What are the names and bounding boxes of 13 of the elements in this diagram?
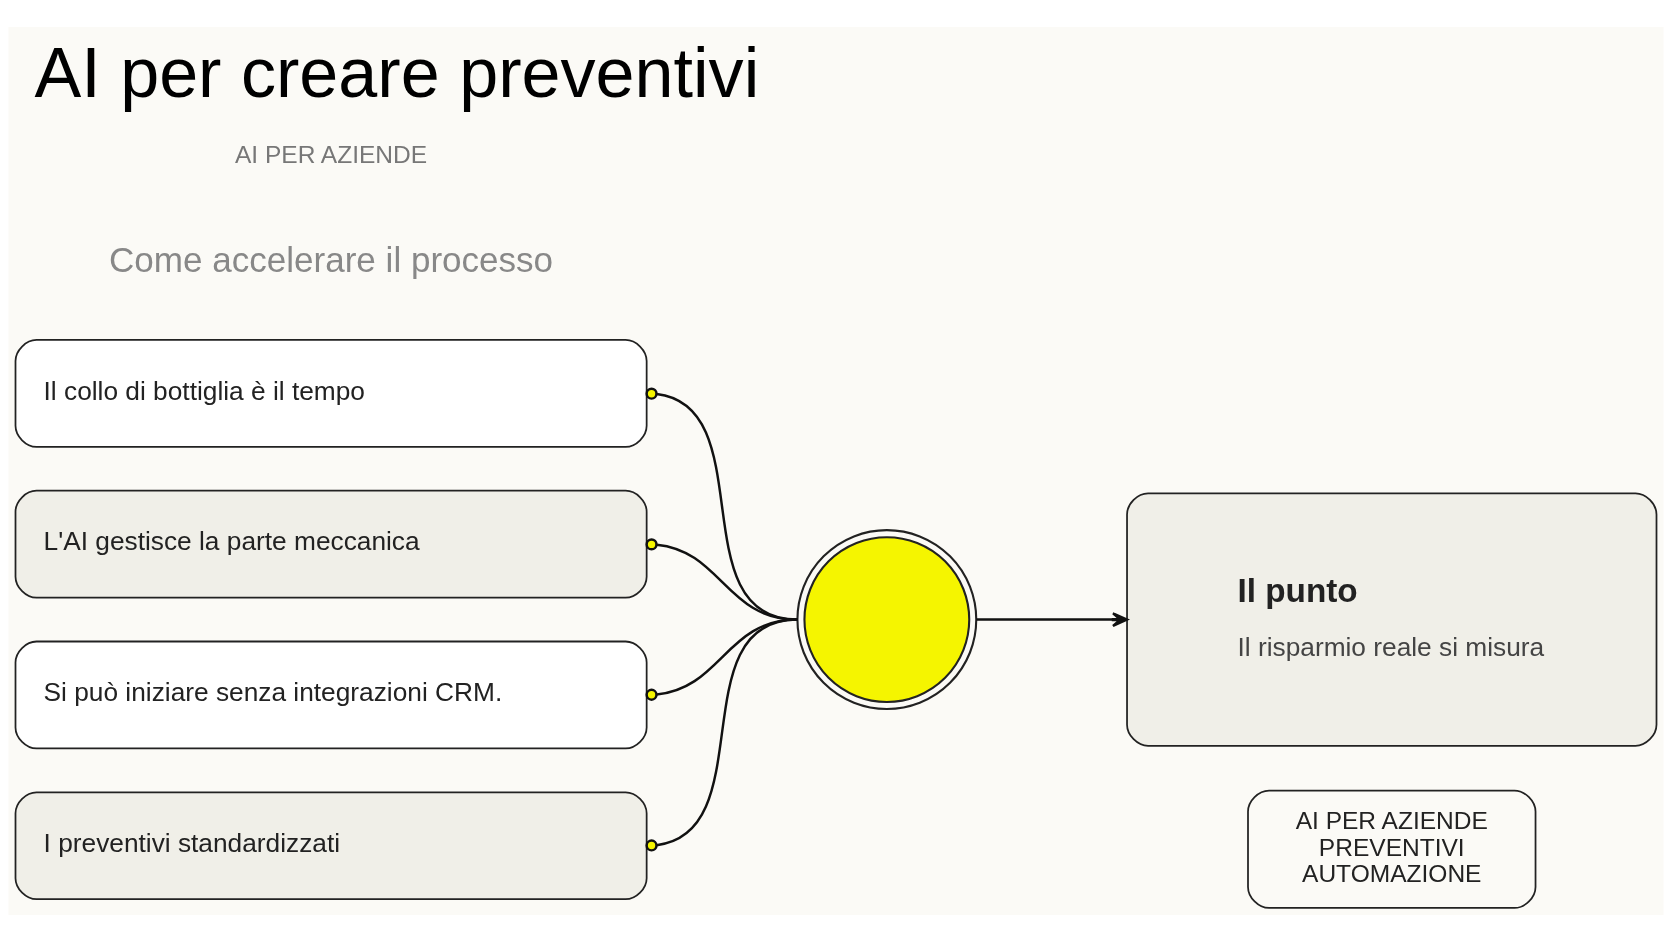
node-box: L'AI gestisce la parte meccanica	[14, 489, 648, 599]
label: AI PER AZIENDE	[234, 140, 428, 168]
node-box: Il punto Il risparmio reale si misura	[1126, 491, 1658, 747]
label: Come accelerare il processo	[109, 239, 554, 279]
arrow	[976, 611, 1129, 627]
connector	[645, 617, 798, 701]
node-box: AI PER AZIENDE PREVENTIVI AUTOMAZIONE	[1247, 789, 1537, 909]
diagram-title: AI per creare preventivi	[34, 33, 760, 112]
node-box: Il collo di bottiglia è il tempo	[14, 338, 648, 448]
connector	[645, 617, 798, 852]
node-circle	[796, 528, 978, 710]
node-box: Si può iniziare senza integrazioni CRM.	[14, 640, 648, 749]
node-box: I preventivi standardizzati	[14, 790, 648, 900]
